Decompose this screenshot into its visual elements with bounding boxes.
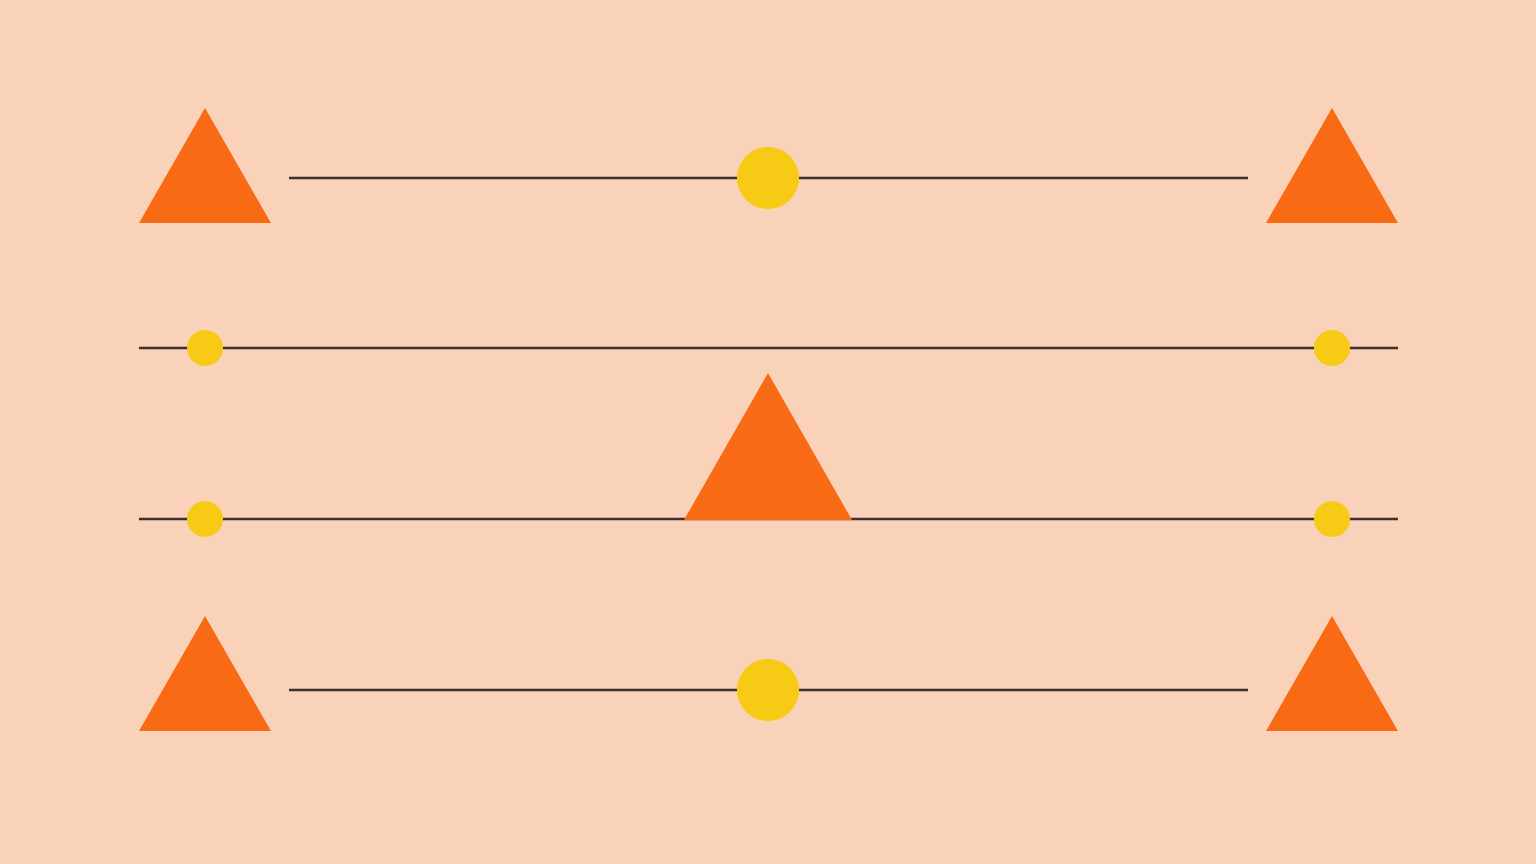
row-2 [139,330,1398,366]
circle-icon [737,659,799,721]
triangle-icon [139,108,271,223]
row-1 [139,108,1398,223]
circle-icon [1314,501,1350,537]
row-4 [139,616,1398,731]
triangle-icon [1266,108,1398,223]
circle-icon [187,330,223,366]
triangle-icon [684,373,852,520]
triangle-icon [1266,616,1398,731]
circle-icon [187,501,223,537]
row-3 [139,373,1398,537]
circle-icon [1314,330,1350,366]
circle-icon [737,147,799,209]
triangle-icon [139,616,271,731]
